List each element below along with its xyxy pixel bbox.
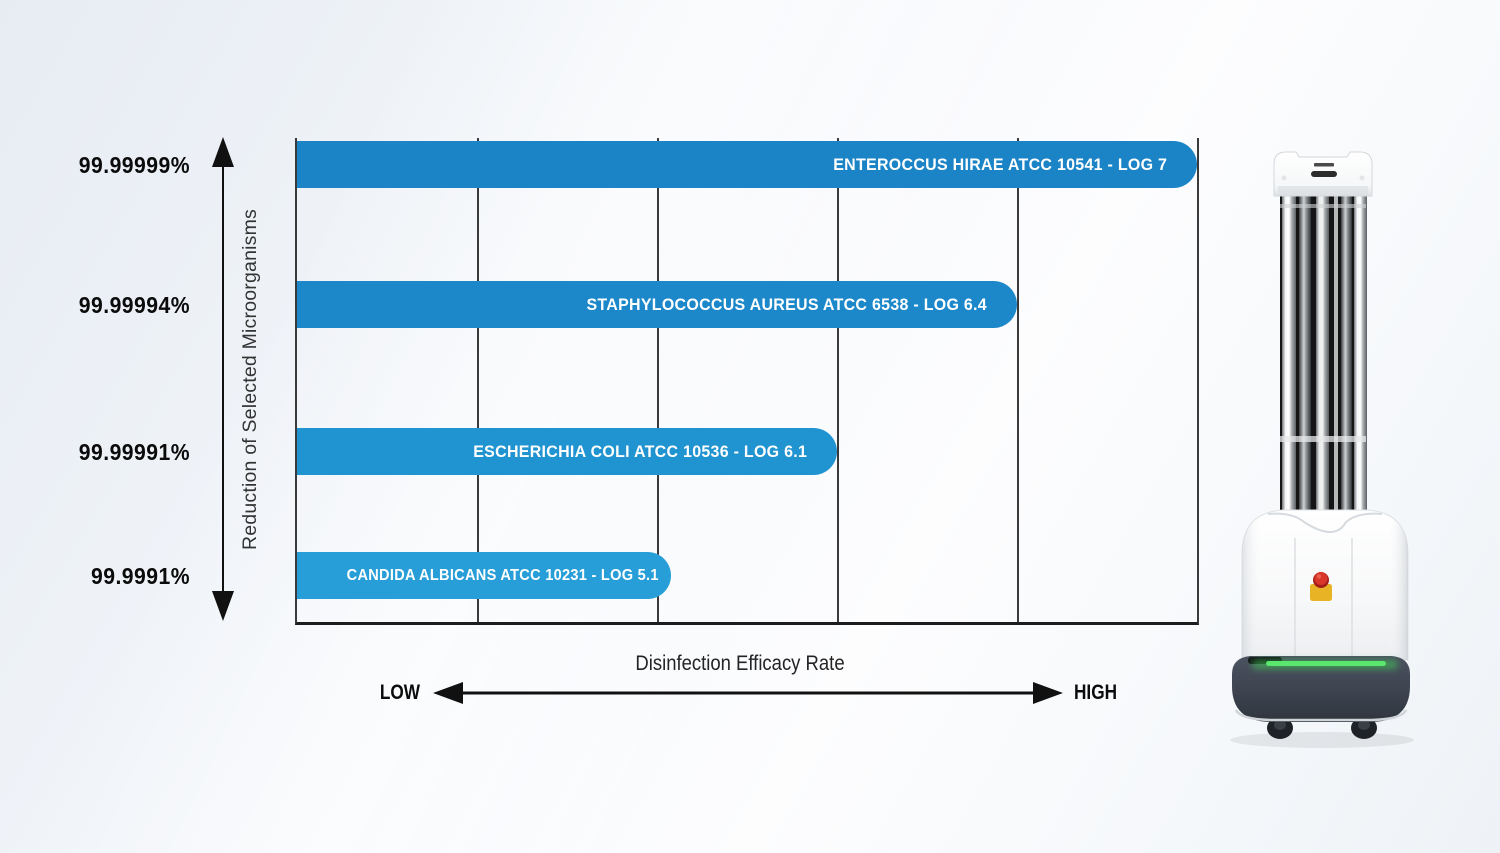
chart-bar-label: CANDIDA ALBICANS ATCC 10231 - LOG 5.1 — [347, 566, 660, 584]
robot-base — [1232, 656, 1410, 722]
gridline — [657, 138, 659, 622]
robot-shadow — [1230, 732, 1414, 748]
robot-wheels — [1267, 717, 1377, 739]
x-axis-high-label: HIGH — [1074, 681, 1118, 704]
y-axis-title: Reduction of Selected Microorganisms — [238, 209, 261, 551]
y-tick-label: 99.99994% — [78, 292, 190, 318]
y-tick-label: 99.9991% — [91, 563, 190, 589]
uv-lamp-tower — [1280, 196, 1367, 518]
x-axis-low-label: LOW — [379, 681, 420, 704]
chart-bar-label: ENTEROCCUS HIRAE ATCC 10541 - LOG 7 — [832, 154, 1167, 174]
chart-bar: ESCHERICHIA COLI ATCC 10536 - LOG 6.1 — [297, 428, 837, 475]
x-axis-title: Disinfection Efficacy Rate — [635, 652, 845, 675]
vertical-double-arrow-icon — [212, 137, 234, 621]
gridline — [1017, 138, 1019, 622]
y-axis-title-wrap: Reduction of Selected Microorganisms — [233, 138, 267, 622]
brand-mark — [1314, 163, 1334, 167]
robot-body — [1241, 509, 1409, 661]
chart-bar: ENTEROCCUS HIRAE ATCC 10541 - LOG 7 — [297, 141, 1197, 188]
y-tick-label: 99.99999% — [78, 152, 190, 178]
chart-bar: STAPHYLOCOCCUS AUREUS ATCC 6538 - LOG 6.… — [297, 281, 1017, 328]
uv-robot-image — [1230, 151, 1414, 748]
status-led-strip — [1266, 661, 1386, 666]
sensor-slot — [1311, 171, 1337, 177]
chart-bar-label: STAPHYLOCOCCUS AUREUS ATCC 6538 - LOG 6.… — [586, 294, 987, 314]
gridline — [837, 138, 839, 622]
horizontal-double-arrow-icon — [433, 682, 1063, 704]
y-tick-label: 99.99991% — [78, 439, 190, 465]
plot-area: ENTEROCCUS HIRAE ATCC 10541 - LOG 7 STAPH… — [295, 138, 1199, 625]
chart-bar-label: ESCHERICHIA COLI ATCC 10536 - LOG 6.1 — [472, 441, 807, 461]
gridline — [477, 138, 479, 622]
chart-bar: CANDIDA ALBICANS ATCC 10231 - LOG 5.1 — [297, 552, 671, 599]
robot-top-cap — [1273, 151, 1373, 197]
bars-container: ENTEROCCUS HIRAE ATCC 10541 - LOG 7 STAPH… — [297, 138, 1197, 622]
emergency-stop-button — [1310, 572, 1332, 601]
